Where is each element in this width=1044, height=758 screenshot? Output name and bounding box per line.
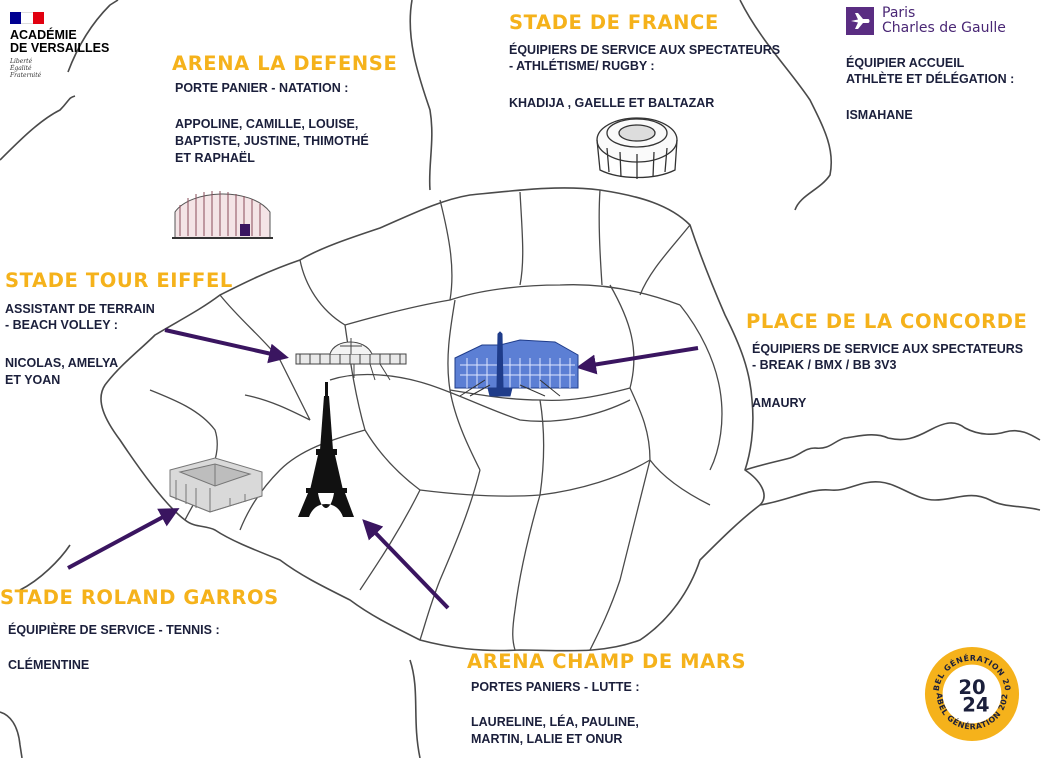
arrow-roland-garros xyxy=(67,508,180,570)
cdg-line-1: Paris xyxy=(882,5,916,21)
stadium-icon xyxy=(596,117,678,179)
role-line: ATHLÈTE ET DÉLÉGATION : xyxy=(846,72,1015,86)
academie-versailles-logo: ACADÉMIE DE VERSAILLES Liberté Égalité F… xyxy=(10,12,109,79)
title-place-de-la-concorde: PLACE DE LA CONCORDE xyxy=(746,310,1028,333)
role-line: PORTE PANIER - NATATION : xyxy=(175,81,349,95)
role-line: ÉQUIPIER ACCUEIL xyxy=(846,56,965,70)
motto-egalite: Égalité xyxy=(10,65,32,72)
boundary-east xyxy=(744,422,1041,471)
concorde-obelisk-icon xyxy=(454,331,579,397)
names-place-de-la-concorde: AMAURY xyxy=(752,395,806,412)
grand-palais-icon xyxy=(295,338,407,381)
names-line: BAPTISTE, JUSTINE, THIMOTHÉ xyxy=(175,134,369,148)
academie-line-1: ACADÉMIE xyxy=(10,28,77,42)
motto-liberte: Liberté xyxy=(10,58,33,65)
boundary-north xyxy=(0,95,76,161)
role-line: PORTES PANIERS - LUTTE : xyxy=(471,680,640,694)
title-stade-de-france: STADE DE FRANCE xyxy=(509,11,719,34)
motto-fraternite: Fraternité xyxy=(10,72,42,79)
badge-digits-bottom: 24 xyxy=(962,694,989,717)
eiffel-tower-icon xyxy=(298,382,354,517)
names-arena-la-defense: APPOLINE, CAMILLE, LOUISE, BAPTISTE, JUS… xyxy=(175,116,369,167)
names-line: NICOLAS, AMELYA xyxy=(5,356,119,370)
boundary-south-east xyxy=(759,481,1041,511)
airplane-icon xyxy=(846,7,874,35)
role-line: - ATHLÉTISME/ RUGBY : xyxy=(509,59,655,73)
arrow-concorde xyxy=(576,346,699,375)
names-cdg: ISMAHANE xyxy=(846,107,913,124)
roland-garros-court-icon xyxy=(169,457,263,513)
title-stade-tour-eiffel: STADE TOUR EIFFEL xyxy=(5,269,233,292)
role-line: ÉQUIPIERS DE SERVICE AUX SPECTATEURS xyxy=(752,342,1024,356)
role-stade-roland-garros: ÉQUIPIÈRE DE SERVICE - TENNIS : xyxy=(8,622,220,638)
cdg-line-2: Charles de Gaulle xyxy=(882,20,1006,36)
role-line: - BREAK / BMX / BB 3V3 xyxy=(752,358,897,372)
paris-outline xyxy=(100,187,765,652)
role-line: ÉQUIPIÈRE DE SERVICE - TENNIS : xyxy=(8,623,220,637)
boundary-west xyxy=(19,544,71,591)
arrow-tour-eiffel xyxy=(164,328,289,364)
academie-line-2: DE VERSAILLES xyxy=(10,41,110,55)
aquatic-arena-icon xyxy=(172,191,273,239)
names-stade-tour-eiffel: NICOLAS, AMELYA ET YOAN xyxy=(5,355,118,389)
badge-digits-top: 20 xyxy=(958,676,985,699)
role-stade-de-france: ÉQUIPIERS DE SERVICE AUX SPECTATEURS - A… xyxy=(509,42,780,74)
names-line: MARTIN, LALIE ET ONUR xyxy=(471,732,623,746)
names-line: ET RAPHAËL xyxy=(175,151,255,165)
arrow-champ-de-mars xyxy=(362,519,450,610)
title-arena-la-defense: ARENA LA DEFENSE xyxy=(172,52,398,75)
role-line: - BEACH VOLLEY : xyxy=(5,318,118,332)
role-arena-la-defense: PORTE PANIER - NATATION : xyxy=(175,80,348,96)
names-line: ET YOAN xyxy=(5,373,61,387)
names-line: LAURELINE, LÉA, PAULINE, xyxy=(471,715,639,729)
boundary-south xyxy=(409,659,421,758)
names-arena-champ-de-mars: LAURELINE, LÉA, PAULINE, MARTIN, LALIE E… xyxy=(471,714,639,748)
boundary-south-west xyxy=(0,711,23,758)
cdg-airport-logo: Paris Charles de Gaulle xyxy=(846,6,1006,36)
names-line: ISMAHANE xyxy=(846,108,913,122)
title-stade-roland-garros: STADE ROLAND GARROS xyxy=(0,586,279,609)
role-line: ASSISTANT DE TERRAIN xyxy=(5,302,155,316)
french-flag-icon xyxy=(10,12,44,24)
names-stade-de-france: KHADIJA , GAELLE ET BALTAZAR xyxy=(509,95,714,112)
names-line: AMAURY xyxy=(752,396,807,410)
names-stade-roland-garros: CLÉMENTINE xyxy=(8,657,89,674)
role-arena-champ-de-mars: PORTES PANIERS - LUTTE : xyxy=(471,679,640,695)
role-cdg: ÉQUIPIER ACCUEIL ATHLÈTE ET DÉLÉGATION : xyxy=(846,55,1014,87)
title-arena-champ-de-mars: ARENA CHAMP DE MARS xyxy=(467,650,747,673)
names-line: CLÉMENTINE xyxy=(8,658,90,672)
boundary-north-2 xyxy=(67,0,119,73)
names-line: KHADIJA , GAELLE ET BALTAZAR xyxy=(509,96,715,110)
boundary-cdg xyxy=(739,0,833,211)
boundary-stade-de-france xyxy=(409,0,433,191)
role-line: ÉQUIPIERS DE SERVICE AUX SPECTATEURS xyxy=(509,43,781,57)
role-place-de-la-concorde: ÉQUIPIERS DE SERVICE AUX SPECTATEURS - B… xyxy=(752,341,1023,373)
role-stade-tour-eiffel: ASSISTANT DE TERRAIN - BEACH VOLLEY : xyxy=(5,301,155,333)
names-line: APPOLINE, CAMILLE, LOUISE, xyxy=(175,117,359,131)
